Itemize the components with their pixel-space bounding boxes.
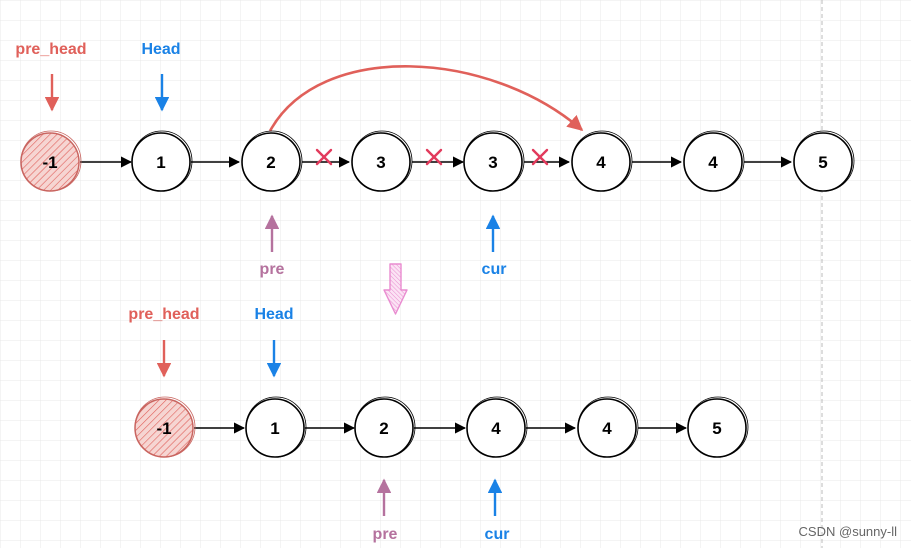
top-node-3: 3 (351, 130, 413, 192)
top-node-5: 4 (571, 130, 633, 192)
bottom-head-label: Head (254, 306, 293, 323)
bottom-node-2-value: 2 (379, 419, 388, 438)
bottom-node-4-value: 4 (602, 419, 612, 438)
top-pre-head-label: pre_head (15, 41, 86, 58)
bottom-node-3: 4 (466, 396, 528, 458)
top-list: -1 1 2 3 3 4 4 (15, 41, 855, 278)
bottom-pre-head-label: pre_head (128, 306, 199, 323)
top-node-2: 2 (241, 130, 303, 192)
bottom-pre-label: pre (373, 526, 398, 543)
bottom-node-4: 4 (577, 396, 639, 458)
top-node-1-value: 1 (156, 153, 165, 172)
top-node-7: 5 (793, 130, 855, 192)
top-node-5-value: 4 (596, 153, 606, 172)
bottom-node-5-value: 5 (712, 419, 721, 438)
top-node-4-value: 3 (488, 153, 497, 172)
top-node-3-value: 3 (376, 153, 385, 172)
top-node-1: 1 (131, 130, 193, 192)
top-node-7-value: 5 (818, 153, 827, 172)
top-cur-label: cur (482, 261, 507, 278)
cross-mark-2 (425, 148, 443, 166)
watermark-text: CSDN @sunny-ll (799, 524, 898, 539)
top-node-6: 4 (683, 130, 745, 192)
transition-down-arrow-icon (383, 263, 408, 315)
bottom-node-0: -1 (134, 396, 196, 458)
top-head-label: Head (141, 41, 180, 58)
cross-mark-1 (315, 148, 333, 166)
top-node-0-value: -1 (42, 153, 57, 172)
top-node-4: 3 (463, 130, 525, 192)
bottom-cur-label: cur (485, 526, 510, 543)
cross-mark-3 (531, 148, 549, 166)
bottom-node-2: 2 (354, 396, 416, 458)
bottom-node-1-value: 1 (270, 419, 279, 438)
bottom-node-1: 1 (245, 396, 307, 458)
skip-arrow-curve (268, 65, 584, 132)
top-node-6-value: 4 (708, 153, 718, 172)
bottom-node-0-value: -1 (156, 419, 171, 438)
top-node-0: -1 (20, 130, 82, 192)
top-node-2-value: 2 (266, 153, 275, 172)
top-pre-label: pre (260, 261, 285, 278)
bottom-node-3-value: 4 (491, 419, 501, 438)
bottom-node-5: 5 (687, 396, 749, 458)
bottom-list: -1 1 2 4 4 5 pre_head Hea (128, 306, 749, 543)
